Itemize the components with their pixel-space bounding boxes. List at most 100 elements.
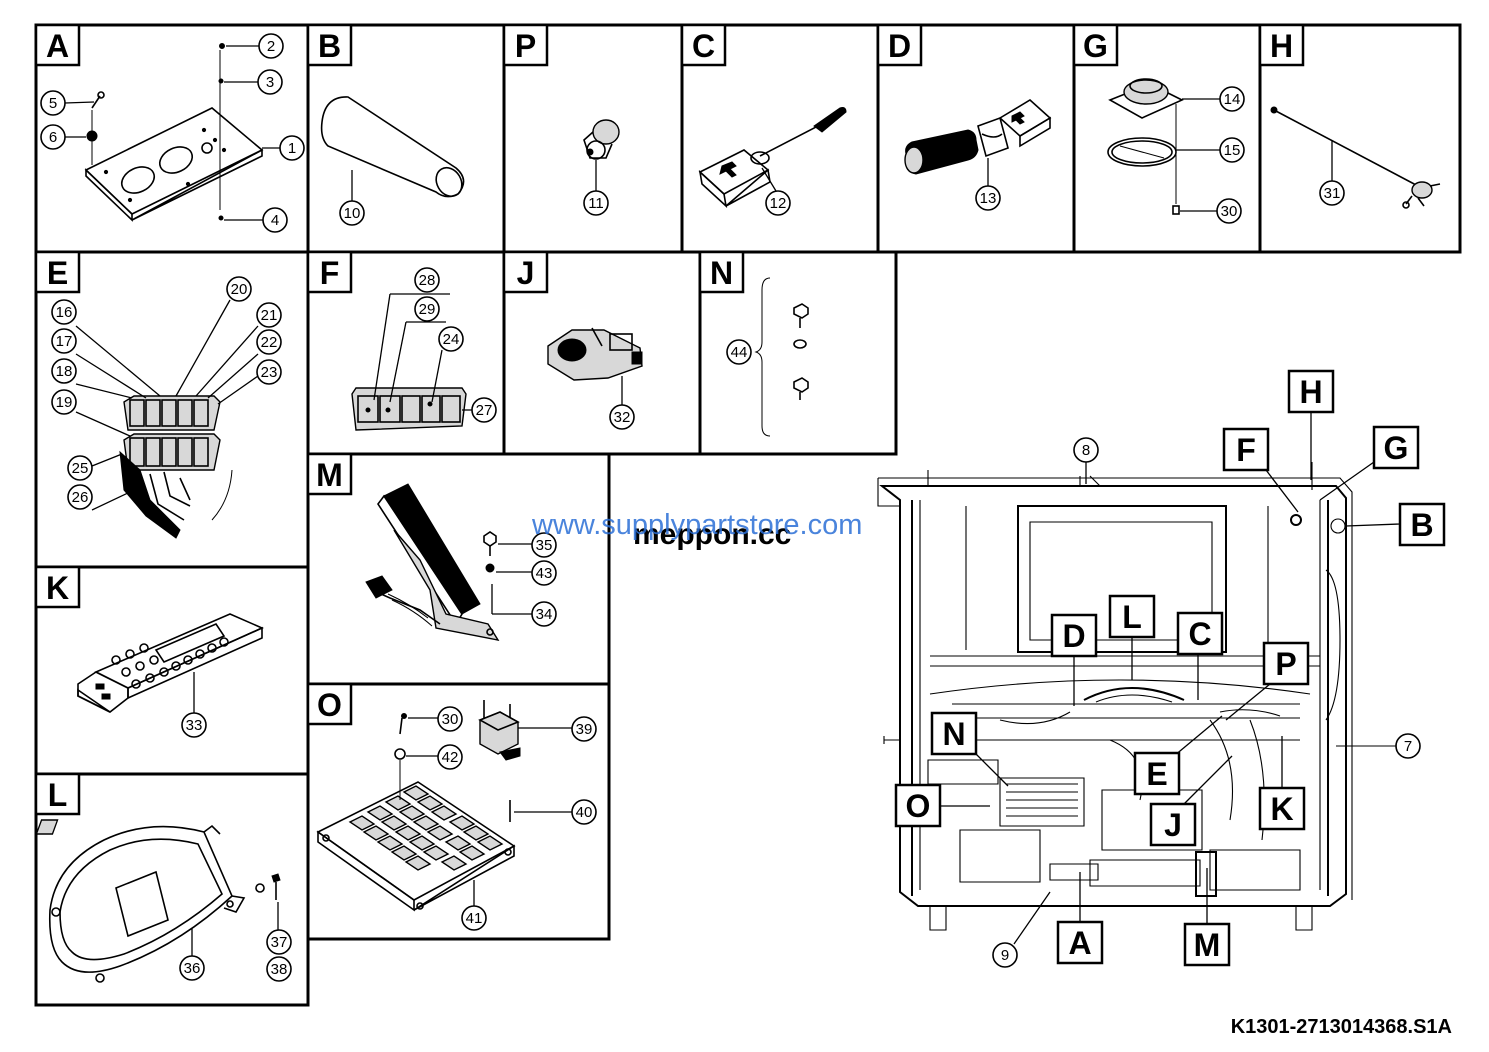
callout-41: 41 <box>461 880 487 931</box>
cab-tag-A: A <box>1056 872 1104 965</box>
panel-tag: N <box>710 255 733 291</box>
part-number: 22 <box>261 334 278 351</box>
svg-text:A: A <box>1068 925 1091 961</box>
panel-tag: P <box>515 28 536 64</box>
lever-knob-drawing <box>320 96 465 198</box>
part-number: 10 <box>344 205 361 222</box>
panel-tag-box <box>34 565 81 609</box>
part-number: 2 <box>267 38 275 55</box>
callout-23: 23 <box>217 359 282 405</box>
panel-tag-box <box>306 452 353 496</box>
cab-tag-C: C <box>1176 611 1224 700</box>
cab-tag-D: D <box>1050 613 1098 706</box>
panel-L: L 36 37 38 <box>34 772 292 983</box>
panel-O: O 30 42 39 40 41 <box>35 682 597 931</box>
part-number: 26 <box>72 489 89 506</box>
panel-G: G 14 15 30 <box>1072 23 1245 224</box>
panel-H: H 31 <box>1258 23 1441 209</box>
callout-34: 34 <box>491 584 557 627</box>
part-number: 17 <box>56 333 73 350</box>
panel-tag: M <box>316 457 343 493</box>
panel-tag-box <box>34 250 81 294</box>
svg-text:E: E <box>1146 756 1167 792</box>
part-number: 37 <box>271 934 288 951</box>
panel-tag-box <box>306 23 353 67</box>
callout-43: 43 <box>496 560 557 586</box>
callout-3: 3 <box>224 69 283 95</box>
callout-37: 37 <box>266 902 292 955</box>
panel-F: F 28 29 24 27 <box>306 250 497 431</box>
cab-tag-N: N <box>930 711 1009 787</box>
panel-tag: O <box>317 687 342 723</box>
callout-4: 4 <box>224 207 288 233</box>
panel-tag: F <box>320 255 340 291</box>
panel-tag: G <box>1083 28 1108 64</box>
callout-25: 25 <box>67 453 123 481</box>
panel-D: D 13 <box>876 23 1052 211</box>
panel-tag: D <box>888 28 911 64</box>
callout-42: 42 <box>406 744 463 770</box>
panel-tag: H <box>1270 28 1293 64</box>
part-number: 14 <box>1224 91 1241 108</box>
panel-tag-box <box>876 23 923 67</box>
part-number: 40 <box>576 804 593 821</box>
callout-11: 11 <box>583 160 609 216</box>
callout-13: 13 <box>975 158 1001 211</box>
svg-text:F: F <box>1236 432 1256 468</box>
panel-tag-box <box>680 23 727 67</box>
part-number: 20 <box>231 281 248 298</box>
callout-36: 36 <box>179 928 205 981</box>
cab-tag-M: M <box>1183 868 1231 967</box>
part-number: 24 <box>443 331 460 348</box>
svg-text:H: H <box>1299 374 1322 410</box>
accelerator-pedal-drawing <box>365 483 500 641</box>
callout-24: 24 <box>431 326 464 403</box>
switch-block-drawing <box>119 395 233 539</box>
panel-tag-box <box>1258 23 1305 67</box>
watermark-black: meppon.cc <box>633 518 791 551</box>
panel-tag: C <box>692 28 715 64</box>
watermark-blue: www.supplypartstore.com <box>531 509 862 541</box>
panel-tag: L <box>48 777 68 813</box>
callout-14: 14 <box>1182 86 1245 112</box>
callout-27: 27 <box>462 397 497 423</box>
panel-E: E 16 17 18 19 20 21 22 23 25 26 <box>34 250 282 539</box>
part-number: 23 <box>261 364 278 381</box>
callout-30: 30 <box>1180 198 1242 224</box>
callout-35: 35 <box>498 532 557 558</box>
part-number: 38 <box>271 961 288 978</box>
hardware-35-43 <box>483 531 497 573</box>
panel-L-frame <box>34 772 310 1007</box>
push-button-drawing <box>583 119 620 160</box>
panel-C: C 12 <box>680 23 847 216</box>
svg-text:O: O <box>906 788 931 824</box>
callout-40: 40 <box>514 799 597 825</box>
svg-text:8: 8 <box>1082 442 1090 459</box>
part-number: 18 <box>56 363 73 380</box>
rocker-switch-panel-drawing <box>351 387 467 431</box>
callout-19: 19 <box>51 389 131 437</box>
cab-callouts: H F G B D L C P N E O J K A M 8 7 9 <box>894 369 1446 968</box>
part-number: 19 <box>56 394 73 411</box>
part-number: 6 <box>49 129 57 146</box>
joystick-drawing <box>904 99 1052 175</box>
instrument-cluster-drawing <box>48 824 281 983</box>
panel-tag-box <box>502 250 549 294</box>
callout-6: 6 <box>40 124 86 150</box>
part-number: 15 <box>1224 142 1241 159</box>
climate-control-panel-drawing <box>77 613 264 713</box>
relay-fuse-box-drawing <box>35 700 521 912</box>
svg-text:7: 7 <box>1404 738 1412 755</box>
callout-30: 30 <box>408 706 463 732</box>
cab-tag-K: K <box>1258 736 1306 831</box>
callout-32: 32 <box>609 376 635 430</box>
callout-39: 39 <box>518 716 597 742</box>
callout-2: 2 <box>226 33 284 59</box>
part-number: 25 <box>72 460 89 477</box>
panel-N: N 44 <box>698 250 809 437</box>
callout-12: 12 <box>761 167 791 216</box>
panel-tag: A <box>46 28 69 64</box>
cab-callout-9: 9 <box>992 891 1051 968</box>
part-number: 30 <box>442 711 459 728</box>
svg-text:B: B <box>1410 507 1433 543</box>
